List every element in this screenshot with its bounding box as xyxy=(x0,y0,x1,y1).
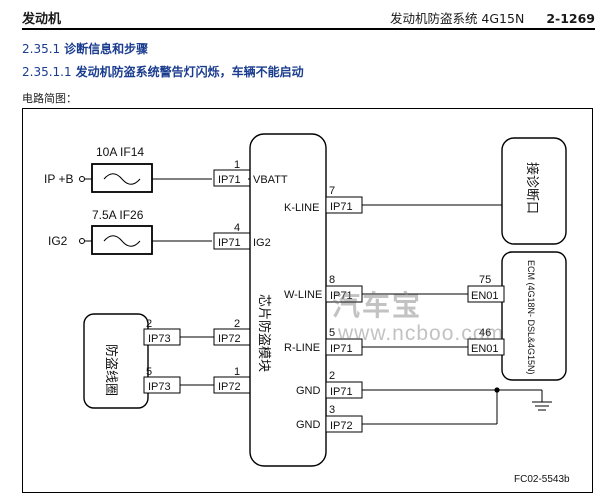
fuse-rating-1: 10A IF14 xyxy=(96,145,144,159)
coil-label: 防盗线圈 xyxy=(104,344,119,396)
pin-number-vbatt: 1 xyxy=(234,159,240,171)
terminal-ipb xyxy=(79,176,85,182)
header-system-name: 发动机防盗系统 4G15N xyxy=(389,11,525,26)
figure-code: FC02-5543b xyxy=(514,474,570,485)
power-input-ig2: IG2 xyxy=(48,234,68,248)
connector-label-ig2: IP71 xyxy=(218,237,241,249)
coil-pin-number-a: 2 xyxy=(146,318,152,330)
pin-number-ig2: 4 xyxy=(234,222,240,234)
pin-number-gnd-1: 2 xyxy=(329,370,335,382)
ecm-connector-label-46: EN01 xyxy=(471,343,499,355)
ecm-pin-number-75: 75 xyxy=(479,274,491,286)
pin-name-kline: K-LINE xyxy=(284,202,319,214)
connector-label-vbatt: IP71 xyxy=(218,174,241,186)
fuse-box-1 xyxy=(91,163,153,193)
fuse-rating-2: 7.5A IF26 xyxy=(92,208,144,222)
connector-label-gnd-1: IP71 xyxy=(330,386,353,398)
diagram-frame xyxy=(22,108,593,493)
section-title-2: 发动机防盗系统警告灯闪烁，车辆不能启动 xyxy=(75,65,304,79)
pin-name-gnd-2: GND xyxy=(296,419,321,431)
section-number-2: 2.35.1.1 xyxy=(22,65,72,79)
coil-connector-label-b: IP73 xyxy=(148,381,171,393)
coil-pin-number-b: 5 xyxy=(146,366,152,378)
connector-label-coil-b: IP72 xyxy=(218,381,241,393)
connector-label-rline: IP71 xyxy=(330,343,353,355)
pin-name-vbatt: VBATT xyxy=(253,174,288,186)
pin-number-kline: 7 xyxy=(329,185,335,197)
fuse-symbol-2 xyxy=(103,235,141,247)
ecm-connector-label-75: EN01 xyxy=(471,290,499,302)
ecm-connector-box-46 xyxy=(467,338,505,356)
pin-number-coil-b: 1 xyxy=(234,366,240,378)
pin-number-rline: 5 xyxy=(329,327,335,339)
ecm-connector-box-75 xyxy=(467,285,505,303)
diag-port-box xyxy=(501,137,567,245)
circuit-caption: 电路简图： xyxy=(22,92,77,105)
connector-label-wline: IP71 xyxy=(330,290,353,302)
header-chapter: 发动机 xyxy=(22,12,62,27)
section-title-1: 诊断信息和步骤 xyxy=(64,42,149,56)
watermark-brand: 汽车宝 xyxy=(332,289,423,322)
page-number: 2-1269 xyxy=(546,11,595,26)
pin-name-wline: W-LINE xyxy=(284,289,322,301)
pin-number-wline: 8 xyxy=(329,274,335,286)
connector-label-coil-a: IP72 xyxy=(218,333,241,345)
connector-label-gnd-2: IP72 xyxy=(330,420,353,432)
ecm-label: ECM (4G18N- DSL&4G15N) xyxy=(526,260,536,375)
ecm-box xyxy=(501,251,567,381)
pin-number-gnd-2: 3 xyxy=(329,404,335,416)
watermark-url: www.ncboo.com xyxy=(338,322,504,345)
header-system-title: 发动机防盗系统 4G15N 2-1269 xyxy=(390,8,595,27)
coil-box xyxy=(83,313,149,409)
connector-label-kline: IP71 xyxy=(330,201,353,213)
pin-name-gnd-1: GND xyxy=(296,385,321,397)
page-header: 发动机 发动机防盗系统 4G15N 2-1269 xyxy=(22,4,595,30)
pin-number-coil-a: 2 xyxy=(234,318,240,330)
power-input-ipb: IP +B xyxy=(44,172,73,186)
coil-connector-label-a: IP73 xyxy=(148,333,171,345)
fuse-box-2 xyxy=(91,225,153,255)
ground-junction xyxy=(494,387,500,393)
fuse-symbol-1 xyxy=(103,173,141,185)
ecm-pin-number-46: 46 xyxy=(479,327,491,339)
pin-name-rline: R-LINE xyxy=(284,342,320,354)
wiring-diagram: 10A IF14 IP +B 7.5A IF26 IG2 1 IP71 VBAT… xyxy=(22,108,593,493)
module-label: 芯片防盗模块 xyxy=(257,294,272,372)
section-number-1: 2.35.1 xyxy=(22,42,61,56)
pin-name-ig2: IG2 xyxy=(253,237,271,249)
diag-port-label: 接诊断口 xyxy=(525,162,540,214)
terminal-ig2 xyxy=(79,238,85,244)
